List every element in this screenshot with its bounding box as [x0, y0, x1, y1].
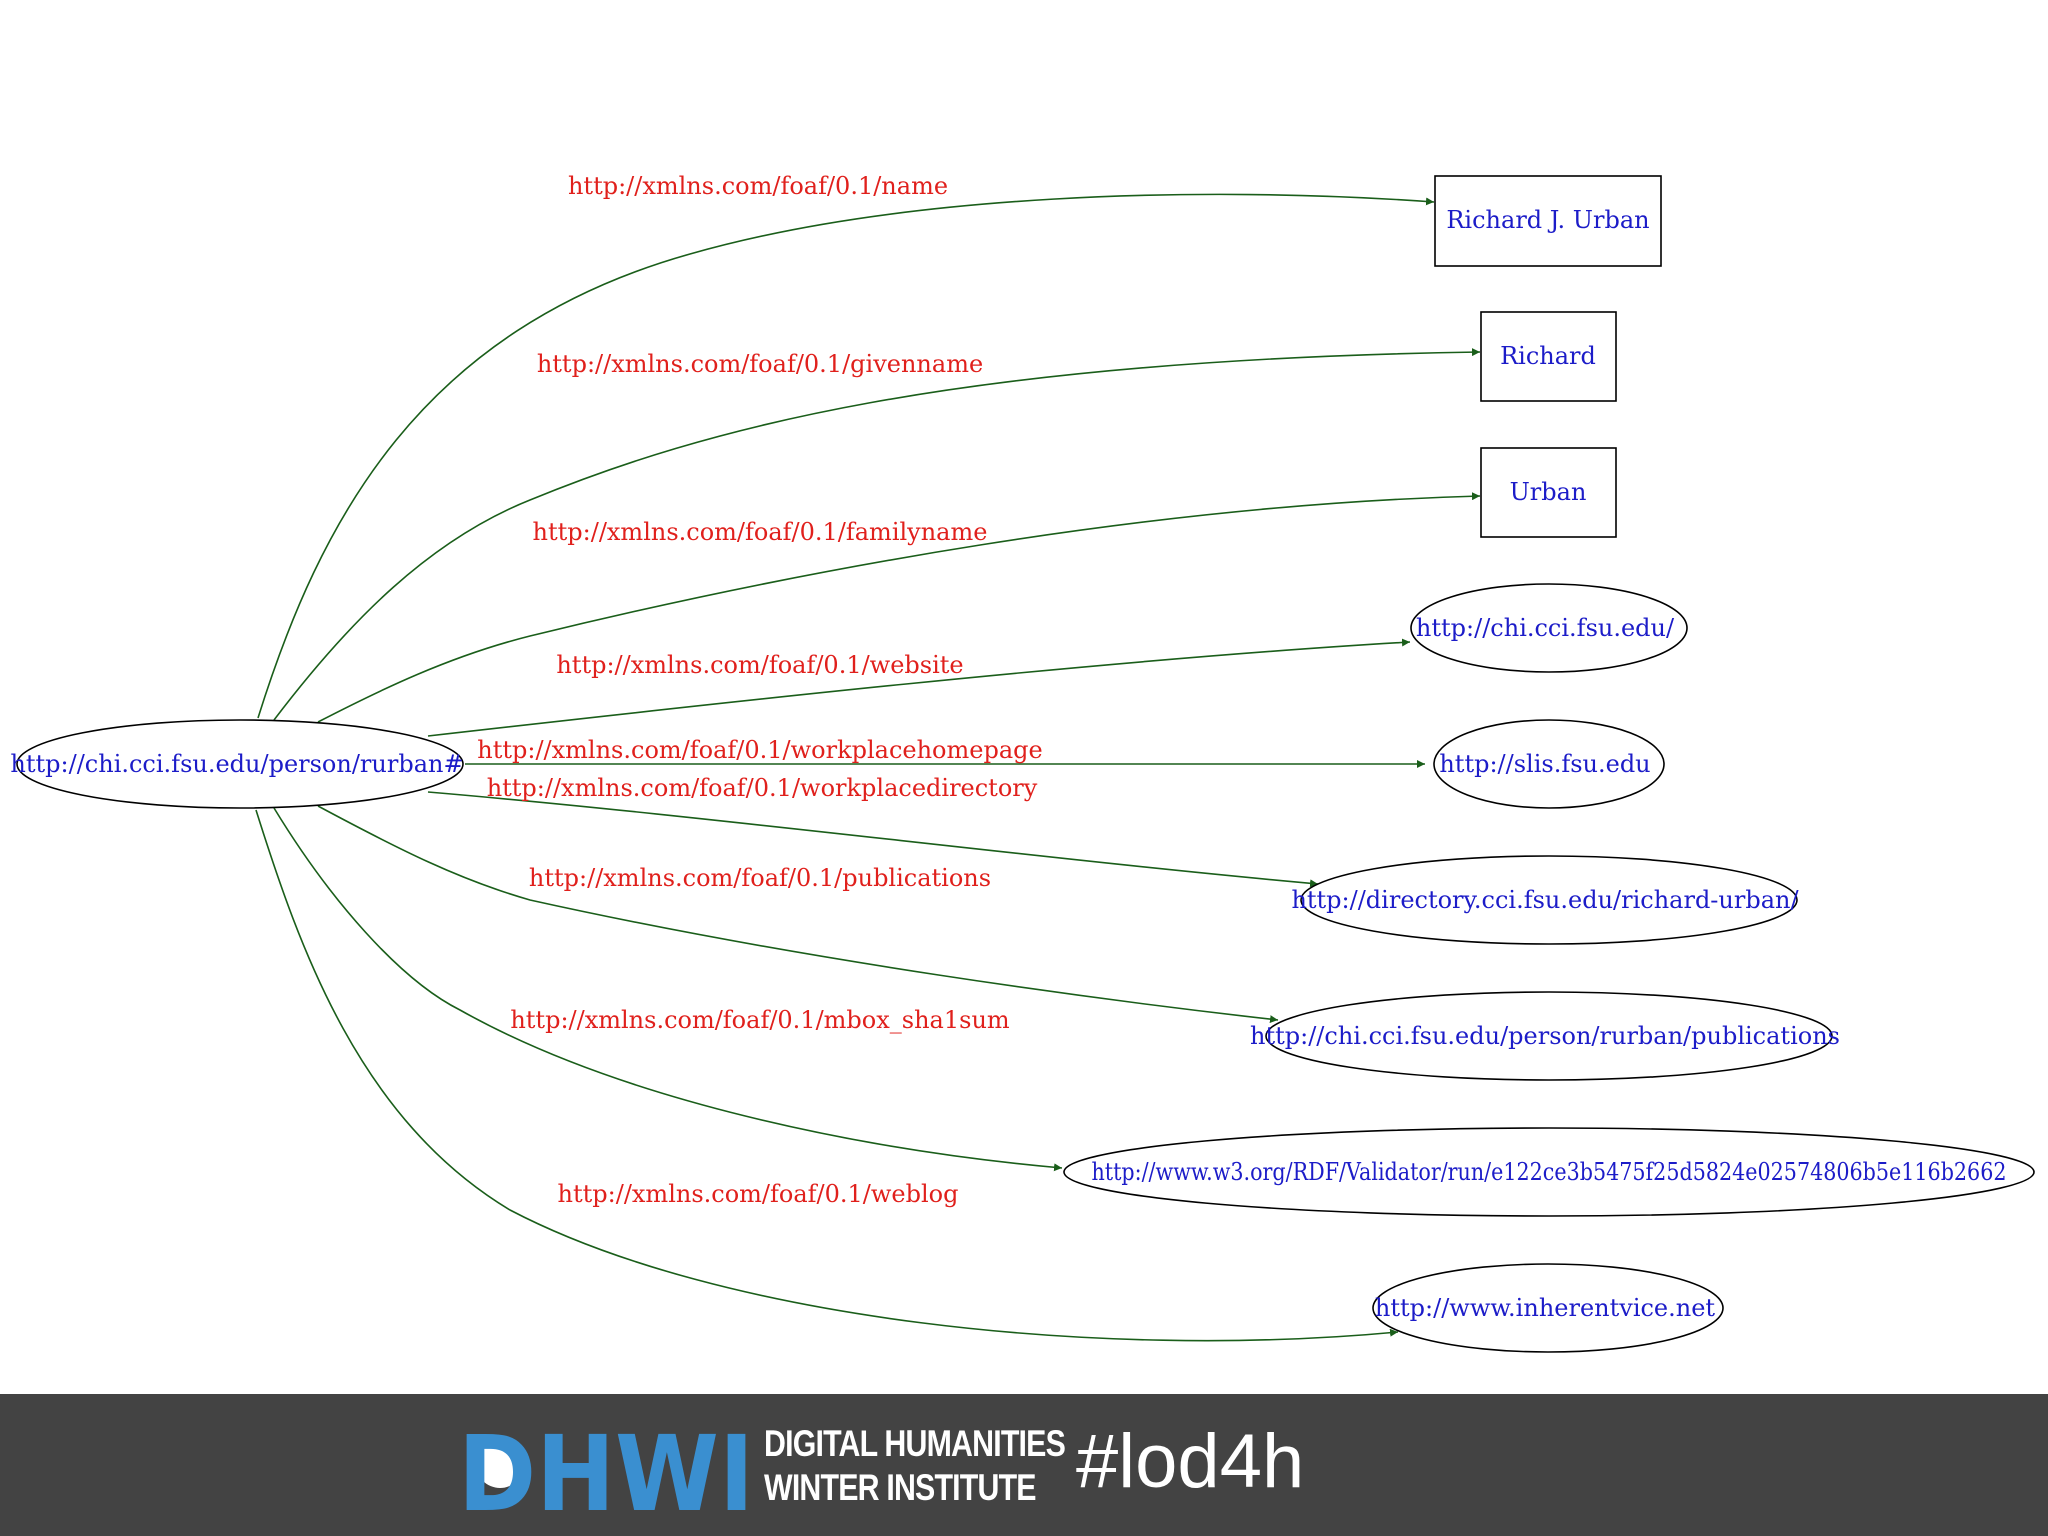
- object-node-ellipse: [1063, 1127, 2035, 1217]
- predicate-label: http://xmlns.com/foaf/0.1/mbox_sha1sum: [510, 1006, 1010, 1034]
- object-node-box: [1480, 311, 1617, 402]
- svg-text:DHWI: DHWI: [458, 1422, 754, 1518]
- edge-publications: [317, 805, 1279, 1024]
- subject-node: http://chi.cci.fsu.edu/person/rurban#: [10, 719, 464, 809]
- object-node-label: Urban: [1510, 478, 1587, 506]
- predicate-label: http://xmlns.com/foaf/0.1/weblog: [558, 1180, 959, 1208]
- predicate-label: http://xmlns.com/foaf/0.1/workplacehomep…: [477, 736, 1042, 764]
- edge-mbox-sha1sum: [273, 807, 1063, 1172]
- edge-workplacedirectory: [427, 791, 1319, 888]
- predicate-label: http://xmlns.com/foaf/0.1/workplacedirec…: [487, 774, 1038, 802]
- footer-bar: DHWI DIGITAL HUMANITIES WINTER INSTITUTE…: [0, 1394, 2048, 1536]
- object-node-label: http://www.inherentvice.net: [1375, 1294, 1716, 1322]
- predicate-label: http://xmlns.com/foaf/0.1/website: [556, 651, 963, 679]
- hashtag-text: #lod4h: [1076, 1419, 1305, 1504]
- object-node-label: http://chi.cci.fsu.edu/person/rurban/pub…: [1250, 1022, 1840, 1050]
- predicate-label: http://xmlns.com/foaf/0.1/name: [568, 172, 948, 200]
- predicate-labels: http://xmlns.com/foaf/0.1/name http://xm…: [477, 172, 1042, 1208]
- edge-weblog: [255, 809, 1399, 1342]
- edge-name: [257, 193, 1435, 719]
- object-node-label: Richard J. Urban: [1446, 206, 1649, 234]
- object-node-label: http://www.w3.org/RDF/Validator/run/e122…: [1092, 1158, 2007, 1186]
- object-node-label: http://slis.fsu.edu: [1439, 750, 1650, 778]
- object-node-labels: Richard J. Urban Richard Urban http://ch…: [1092, 206, 2007, 1322]
- edge-website: [427, 638, 1411, 737]
- edges: [255, 193, 1481, 1342]
- object-node-label: Richard: [1500, 342, 1596, 370]
- object-node-ellipse: [1300, 855, 1798, 945]
- object-node-ellipse: [1372, 1263, 1724, 1353]
- object-node-label: http://chi.cci.fsu.edu/: [1416, 614, 1675, 642]
- rdf-graph-diagram: http://xmlns.com/foaf/0.1/name http://xm…: [10, 172, 2035, 1353]
- predicate-label: http://xmlns.com/foaf/0.1/familyname: [533, 518, 988, 546]
- edge-familyname: [317, 492, 1481, 723]
- object-node-label: http://directory.cci.fsu.edu/richard-urb…: [1291, 886, 1799, 914]
- predicate-label: http://xmlns.com/foaf/0.1/givenname: [537, 350, 983, 378]
- predicate-label: http://xmlns.com/foaf/0.1/publications: [529, 864, 991, 892]
- subject-node-label: http://chi.cci.fsu.edu/person/rurban#: [10, 750, 463, 778]
- object-node-box: [1434, 175, 1662, 267]
- dhwi-logo-text: DIGITAL HUMANITIES WINTER INSTITUTE: [764, 1422, 1066, 1510]
- object-node-ellipse: [1410, 583, 1688, 673]
- object-node-ellipse: [1265, 991, 1833, 1081]
- object-node-box: [1480, 447, 1617, 538]
- logo-line-2: WINTER INSTITUTE: [764, 1467, 1037, 1508]
- object-nodes: [1063, 175, 2035, 1353]
- dhwi-logo-mark: DHWI: [458, 1422, 754, 1518]
- edge-givenname: [273, 348, 1481, 721]
- dhwi-logo: DHWI DIGITAL HUMANITIES WINTER INSTITUTE: [458, 1418, 1066, 1518]
- object-node-ellipse: [1433, 719, 1665, 809]
- logo-line-1: DIGITAL HUMANITIES: [764, 1423, 1066, 1464]
